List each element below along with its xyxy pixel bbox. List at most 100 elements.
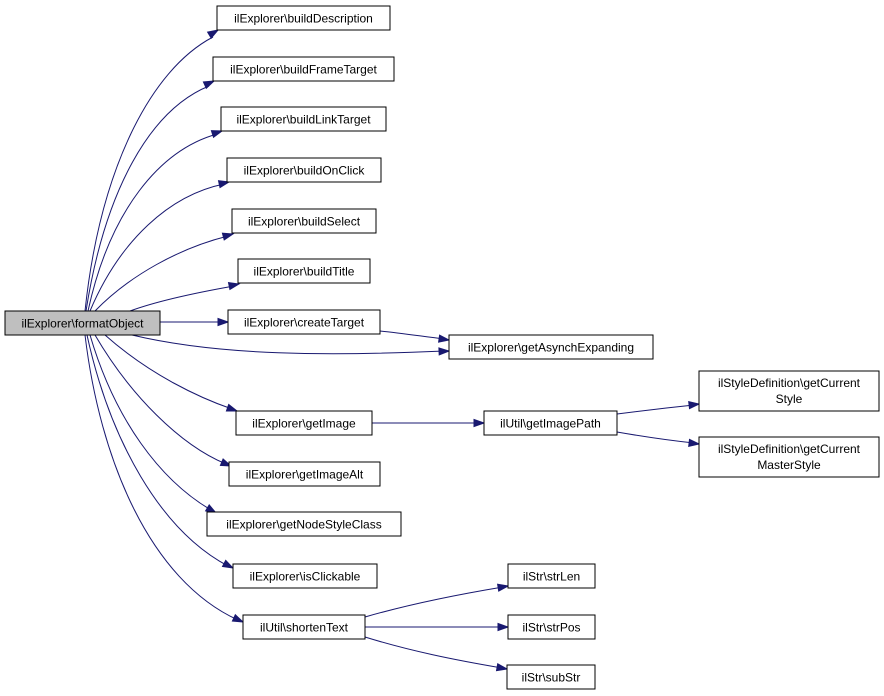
node-label: ilExplorer\buildFrameTarget [230, 63, 377, 77]
edge-line [86, 334, 229, 567]
edge-shorten-text-to-str-len [364, 583, 510, 618]
node-label-line-1: ilStyleDefinition\getCurrent [718, 376, 861, 390]
node-label: ilStr\strPos [522, 621, 580, 635]
arrowhead-icon [225, 403, 239, 412]
node-get-image-path[interactable]: ilUtil\getImagePath [483, 410, 618, 436]
edge-line [131, 334, 446, 355]
arrowhead-icon [438, 334, 451, 343]
node-label: ilExplorer\formatObject [21, 317, 144, 331]
node-label: ilStr\subStr [522, 671, 581, 685]
node-build-select[interactable]: ilExplorer\buildSelect [231, 208, 377, 234]
node-label-line-2: Style [776, 392, 803, 406]
node-get-asynch-expanding[interactable]: ilExplorer\getAsynchExpanding [448, 334, 654, 360]
arrowhead-icon [438, 347, 451, 356]
node-str-pos[interactable]: ilStr\strPos [507, 614, 596, 640]
edges [84, 29, 701, 672]
edge-shorten-text-to-sub-str [364, 636, 509, 672]
edge-line [84, 36, 214, 312]
node-build-description[interactable]: ilExplorer\buildDescription [216, 5, 391, 31]
node-label: ilExplorer\buildLinkTarget [236, 113, 371, 127]
edge-format-object-to-create-target [160, 317, 230, 327]
edge-line [89, 334, 212, 511]
node-get-current-style[interactable]: ilStyleDefinition\getCurrent Style [698, 370, 880, 412]
arrowhead-icon [202, 80, 216, 90]
arrowhead-icon [221, 559, 235, 569]
node-label: ilExplorer\buildTitle [254, 265, 355, 279]
edge-format-object-to-get-node-style-class [89, 334, 218, 514]
edge-format-object-to-build-select [94, 232, 235, 312]
node-get-image-alt[interactable]: ilExplorer\getImageAlt [228, 461, 381, 487]
node-label: ilExplorer\buildOnClick [244, 164, 366, 178]
edge-format-object-to-shorten-text [84, 334, 245, 623]
arrowhead-icon [688, 401, 701, 410]
edge-create-target-to-get-asynch-expanding [379, 330, 451, 343]
edge-get-image-path-to-get-current-style [616, 401, 701, 415]
edge-line [85, 85, 210, 312]
edge-line [364, 636, 503, 669]
edge-get-image-to-get-image-path [372, 418, 486, 428]
edge-line [616, 404, 695, 415]
arrowhead-icon [221, 232, 235, 241]
edge-line [94, 334, 227, 465]
node-sub-str[interactable]: ilStr\subStr [506, 664, 596, 690]
arrowhead-icon [497, 622, 510, 632]
node-label: ilExplorer\getNodeStyleClass [226, 518, 381, 532]
node-label: ilExplorer\isClickable [250, 570, 361, 584]
edge-line [89, 183, 225, 312]
edge-format-object-to-build-link-target [87, 130, 224, 312]
arrowhead-icon [227, 282, 241, 291]
edge-line [84, 334, 239, 621]
edge-format-object-to-get-image-alt [94, 334, 233, 467]
edge-format-object-to-build-description [84, 29, 220, 312]
edge-format-object-to-build-frame-target [85, 80, 216, 312]
node-shorten-text[interactable]: ilUtil\shortenText [242, 614, 366, 640]
node-label: ilExplorer\getImageAlt [246, 468, 364, 482]
node-label: ilUtil\getImagePath [500, 417, 601, 431]
arrowhead-icon [219, 458, 233, 467]
arrowhead-icon [206, 29, 220, 39]
edge-format-object-to-get-image [104, 334, 239, 412]
node-label-line-2: MasterStyle [757, 458, 821, 472]
edge-get-image-path-to-get-current-master-style [616, 431, 701, 447]
node-get-current-master-style[interactable]: ilStyleDefinition\getCurrent MasterStyle [698, 436, 880, 478]
edge-line [616, 431, 695, 444]
node-label: ilExplorer\getAsynchExpanding [468, 341, 634, 355]
edge-line [129, 285, 235, 312]
node-is-clickable[interactable]: ilExplorer\isClickable [232, 563, 378, 589]
node-format-object[interactable]: ilExplorer\formatObject [4, 310, 161, 336]
arrowhead-icon [210, 130, 224, 139]
edge-line [364, 586, 504, 618]
edge-format-object-to-build-on-click [89, 180, 231, 312]
node-label: ilExplorer\buildSelect [248, 215, 361, 229]
node-get-node-style-class[interactable]: ilExplorer\getNodeStyleClass [206, 511, 402, 537]
node-build-link-target[interactable]: ilExplorer\buildLinkTarget [220, 106, 387, 132]
node-str-len[interactable]: ilStr\strLen [507, 563, 596, 589]
edge-line [104, 334, 233, 410]
edge-format-object-to-is-clickable [86, 334, 235, 569]
node-label: ilExplorer\createTarget [244, 316, 365, 330]
arrowhead-icon [473, 418, 486, 428]
edge-format-object-to-get-asynch-expanding [131, 334, 451, 356]
edge-line [94, 235, 229, 312]
arrowhead-icon [231, 613, 245, 623]
node-label-line-1: ilStyleDefinition\getCurrent [718, 442, 861, 456]
node-create-target[interactable]: ilExplorer\createTarget [227, 309, 381, 335]
node-build-frame-target[interactable]: ilExplorer\buildFrameTarget [212, 56, 395, 82]
edge-shorten-text-to-str-pos [365, 622, 510, 632]
arrowhead-icon [217, 317, 230, 327]
node-get-image[interactable]: ilExplorer\getImage [235, 410, 373, 436]
node-label: ilExplorer\buildDescription [234, 12, 373, 26]
node-build-on-click[interactable]: ilExplorer\buildOnClick [226, 157, 382, 183]
node-build-title[interactable]: ilExplorer\buildTitle [237, 258, 371, 284]
arrowhead-icon [495, 663, 509, 672]
edge-format-object-to-build-title [129, 282, 241, 312]
arrowhead-icon [688, 438, 701, 447]
node-label: ilExplorer\getImage [252, 417, 356, 431]
edge-line [379, 330, 445, 340]
edge-line [87, 133, 218, 312]
arrowhead-icon [496, 583, 510, 592]
node-label: ilUtil\shortenText [260, 621, 349, 635]
node-label: ilStr\strLen [523, 570, 580, 584]
arrowhead-icon [217, 180, 231, 189]
